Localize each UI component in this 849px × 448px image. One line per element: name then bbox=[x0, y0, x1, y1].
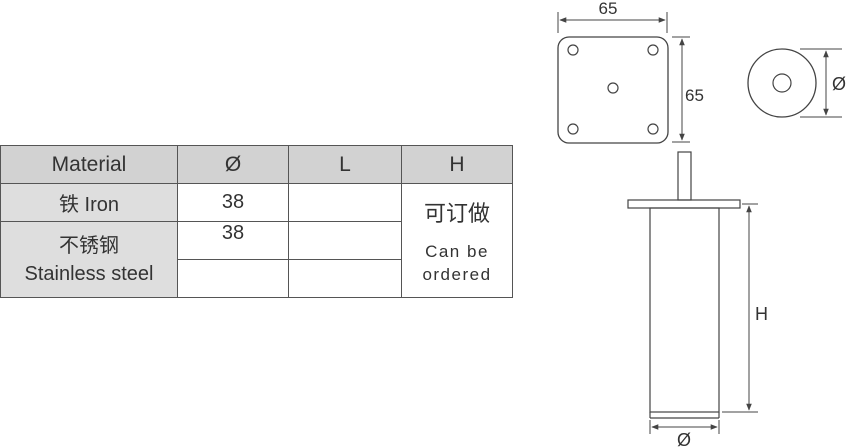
plate-width-label: 65 bbox=[599, 0, 618, 18]
disc-diameter-label: Ø bbox=[832, 74, 846, 94]
stainless-cn: 不锈钢 bbox=[59, 234, 119, 257]
plate-width-dimension: 65 bbox=[557, 0, 668, 33]
material-iron: 铁 Iron bbox=[0, 183, 178, 222]
steel-length-2 bbox=[288, 259, 402, 298]
steel-diameter: 38 bbox=[177, 221, 289, 260]
leg-height-dimension: H bbox=[722, 203, 768, 413]
leg-body bbox=[649, 207, 720, 413]
screw-hole-icon bbox=[567, 44, 579, 56]
table-row bbox=[1, 259, 513, 298]
header-material: Material bbox=[0, 145, 178, 184]
plate-height-label: 65 bbox=[685, 86, 704, 105]
bottom-disc: Ø bbox=[747, 48, 846, 118]
height-custom: 可订做 Can be ordered bbox=[401, 183, 513, 298]
order-en-2: ordered bbox=[422, 264, 492, 284]
order-en-1: Can be bbox=[425, 241, 489, 261]
screw-hole-icon bbox=[567, 123, 579, 135]
table-header-row: Material Ø L H bbox=[0, 145, 513, 184]
table-row: 不锈钢 Stainless steel 38 bbox=[0, 221, 513, 298]
iron-diameter: 38 bbox=[177, 183, 289, 222]
screw-hole-icon bbox=[647, 44, 659, 56]
leg-stud bbox=[677, 151, 692, 201]
stainless-en: Stainless steel bbox=[24, 262, 154, 285]
leg-height-label: H bbox=[755, 304, 768, 324]
spec-table: Material Ø L H 铁 Iron 38 可订做 Can be orde… bbox=[0, 145, 513, 298]
screw-hole-icon bbox=[647, 123, 659, 135]
header-height: H bbox=[401, 145, 513, 184]
steel-length bbox=[288, 221, 402, 260]
order-cn: 可订做 bbox=[423, 200, 490, 226]
leg-diameter-label: Ø bbox=[677, 430, 691, 448]
center-hole-icon bbox=[607, 82, 619, 94]
leg-top-plate bbox=[627, 199, 741, 209]
leg-diameter-dimension: Ø bbox=[649, 420, 720, 448]
material-stainless: 不锈钢 Stainless steel bbox=[0, 221, 178, 298]
steel-diameter-2 bbox=[177, 259, 289, 298]
leg-side-view bbox=[627, 151, 741, 419]
table-row: 铁 Iron 38 可订做 Can be ordered bbox=[0, 183, 513, 298]
mounting-plate bbox=[557, 36, 669, 144]
plate-height-dimension: 65 bbox=[672, 36, 704, 143]
